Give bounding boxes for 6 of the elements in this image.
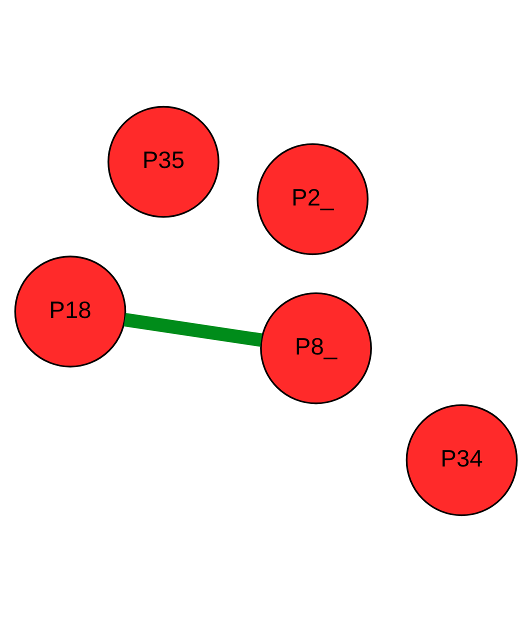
- connector: [124, 312, 262, 346]
- node-circle: P8_: [260, 292, 372, 404]
- node-circle: P18: [14, 255, 126, 367]
- node-circle: P34: [406, 404, 518, 516]
- node-circle: P35: [108, 105, 220, 218]
- node-circle: P2_: [256, 142, 369, 255]
